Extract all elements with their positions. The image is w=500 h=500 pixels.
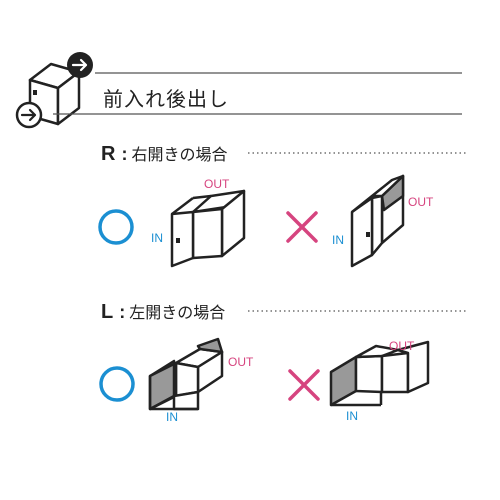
section-r-letter: R	[101, 143, 116, 165]
l-correct-out-label: OUT	[228, 355, 254, 369]
r-wrong-cross-mark	[286, 211, 318, 243]
r-correct-out-label: OUT	[204, 177, 230, 191]
section-l-colon: :	[119, 302, 126, 322]
section-l-text: 左開きの場合	[129, 303, 226, 322]
arrow-in-icon	[15, 101, 43, 129]
l-correct-in-label: IN	[166, 410, 178, 424]
r-wrong-box-diagram	[350, 174, 405, 268]
section-l-letter: L	[101, 301, 114, 323]
l-wrong-box-diagram	[329, 340, 430, 407]
box-in-out-icon	[15, 52, 93, 129]
r-correct-box-diagram	[170, 189, 246, 268]
l-correct-box-diagram	[148, 337, 224, 411]
section-r-colon: :	[121, 144, 128, 164]
l-correct-circle-mark	[99, 366, 135, 402]
r-wrong-out-label: OUT	[408, 195, 434, 209]
section-l-heading: L:左開きの場合	[101, 299, 225, 324]
l-wrong-cross-mark	[288, 369, 320, 401]
l-wrong-in-label: IN	[346, 409, 358, 423]
l-wrong-out-label: OUT	[389, 339, 415, 353]
section-r-text: 右開きの場合	[131, 145, 228, 164]
r-correct-circle-mark	[98, 209, 134, 245]
arrow-out-icon	[67, 52, 93, 78]
section-r-heading: R:右開きの場合	[101, 141, 227, 166]
r-wrong-in-label: IN	[332, 233, 344, 247]
page-title: 前入れ後出し	[103, 87, 229, 111]
r-correct-in-label: IN	[151, 231, 163, 245]
